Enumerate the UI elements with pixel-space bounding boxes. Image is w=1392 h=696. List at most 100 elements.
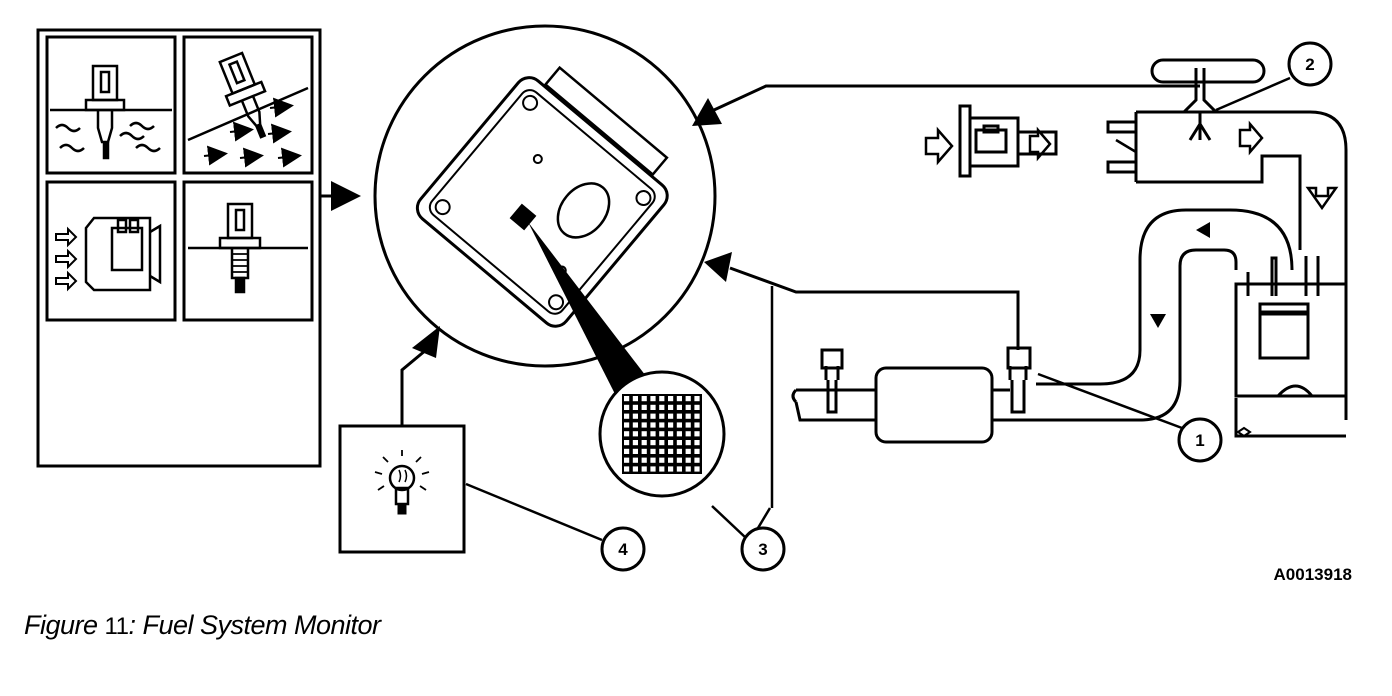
memory-cell [694,466,700,472]
memory-cell [632,404,638,410]
lamp-signal-arrow [412,326,440,358]
memory-cell [676,440,682,446]
sensor-panel [36,28,322,468]
memory-cell [659,413,665,419]
memory-cell [668,448,674,454]
memory-cell [668,457,674,463]
mil-lamp [338,424,466,554]
svg-text:3: 3 [758,540,767,559]
memory-cell [676,413,682,419]
memory-cell [641,404,647,410]
svg-text:4: 4 [618,540,628,559]
memory-grid-detail [598,370,726,498]
intake-air-temp-sensor-icon [187,51,309,168]
engine-intake-system [791,58,1348,444]
memory-cell [685,466,691,472]
memory-cell [624,413,630,419]
memory-cell [624,396,630,402]
memory-cell [632,466,638,472]
memory-cell [659,404,665,410]
caption-title: : Fuel System Monitor [128,610,381,640]
memory-cell [685,413,691,419]
memory-cell [668,422,674,428]
memory-cell [676,448,682,454]
leader-line-2 [1215,76,1291,112]
memory-cell [641,440,647,446]
memory-cell [650,396,656,402]
memory-cell [641,448,647,454]
memory-cell [668,396,674,402]
figure-caption: Figure 11: Fuel System Monitor [24,610,381,641]
svg-text:2: 2 [1305,55,1314,74]
memory-cell [632,413,638,419]
memory-cell [676,422,682,428]
memory-cell [650,422,656,428]
memory-cell [659,457,665,463]
memory-cell [694,396,700,402]
memory-cell [624,457,630,463]
memory-cell [676,466,682,472]
o2-signal-arrow [704,252,732,282]
memory-cell [632,457,638,463]
memory-cell [668,466,674,472]
callout-3: 3 [740,526,786,572]
callout-2: 2 [1287,41,1333,87]
memory-cell [676,457,682,463]
memory-cell [650,440,656,446]
memory-zoom-wedge [528,222,652,396]
memory-cell [685,422,691,428]
memory-cell [641,457,647,463]
coolant-sensor-icon [50,64,172,160]
memory-cell [632,440,638,446]
memory-cell [659,448,665,454]
leader-line-1 [1037,372,1183,430]
memory-cell [650,457,656,463]
memory-cell [624,404,630,410]
figure-id: A0013918 [1274,565,1352,584]
memory-cell [694,431,700,437]
flow-arrows [1150,222,1210,328]
pcm-module [373,24,717,368]
memory-cell [641,396,647,402]
memory-cell [685,448,691,454]
memory-cell [641,422,647,428]
memory-cell [685,440,691,446]
memory-cell [694,404,700,410]
memory-cell [632,448,638,454]
memory-cell [694,457,700,463]
memory-cell [659,431,665,437]
callout-4: 4 [600,526,646,572]
memory-cell [668,440,674,446]
memory-cell [624,448,630,454]
memory-cell [668,413,674,419]
memory-cell [650,431,656,437]
callout-1: 1 [1177,417,1223,463]
memory-cell [668,431,674,437]
memory-cell [668,404,674,410]
memory-cell [650,448,656,454]
memory-cell [694,448,700,454]
memory-cell [685,404,691,410]
injector-signal-arrow [692,98,722,126]
memory-cell [694,413,700,419]
svg-text:1: 1 [1195,431,1204,450]
memory-cell [694,440,700,446]
memory-cell [641,413,647,419]
memory-cell [685,457,691,463]
memory-cell [685,431,691,437]
memory-cell [685,396,691,402]
memory-cell [624,431,630,437]
memory-cell [659,422,665,428]
memory-cell [659,466,665,472]
memory-cell [650,404,656,410]
memory-cell [624,440,630,446]
memory-cell [632,422,638,428]
memory-cell [632,396,638,402]
memory-cell [632,431,638,437]
memory-cell [676,431,682,437]
mass-airflow-sensor-icon [55,216,162,292]
memory-cell [624,422,630,428]
memory-cell [624,466,630,472]
memory-cell [641,431,647,437]
